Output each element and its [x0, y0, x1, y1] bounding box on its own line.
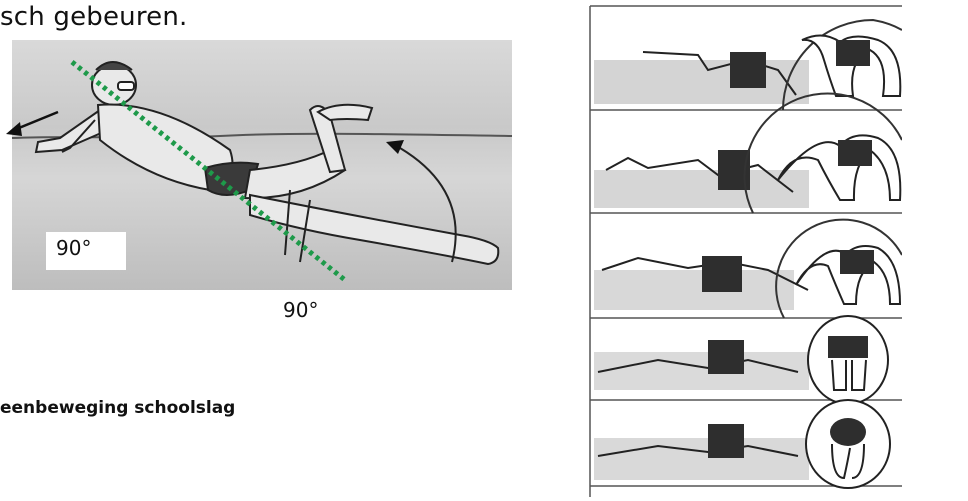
kick-sequence-illustration	[578, 0, 902, 497]
breaststroke-kick-illustration: 90°	[0, 40, 515, 294]
kick-sequence-drawing	[578, 0, 902, 497]
swim-direction-arrowhead	[6, 122, 22, 136]
intro-sentence-fragment: sch gebeuren.	[0, 2, 188, 32]
angle-label-left: 90°	[46, 232, 126, 270]
kick-arrow-head	[386, 140, 404, 154]
figure-caption: eenbeweging schoolslag	[0, 398, 235, 418]
sequence-frame-3	[594, 220, 902, 318]
sequence-frame-1	[594, 20, 902, 110]
angle-label-bottom: 90°	[283, 298, 318, 322]
sequence-frame-2	[594, 94, 902, 213]
sequence-frame-4	[594, 316, 888, 404]
sequence-frame-5	[594, 400, 890, 488]
